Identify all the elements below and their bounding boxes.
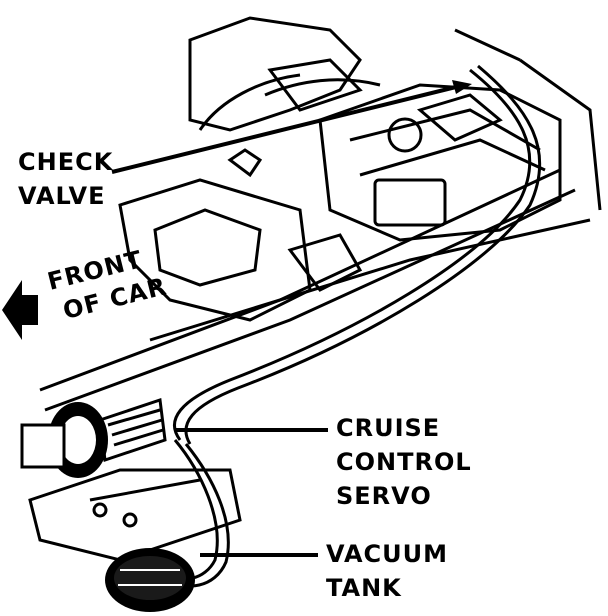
- vacuum-tank-drawing: [105, 548, 195, 612]
- fender-lines: [39, 28, 602, 412]
- svg-text:VALVE: VALVE: [18, 182, 105, 210]
- svg-text:VACUUM: VACUUM: [326, 540, 448, 568]
- servo-drawing: [20, 397, 242, 562]
- label-cruise-control-servo: CRUISE CONTROL SERVO: [336, 414, 472, 510]
- svg-text:CHECK: CHECK: [18, 148, 114, 176]
- leader-lines: [111, 84, 461, 557]
- label-vacuum-tank: VACUUM TANK: [326, 540, 448, 602]
- front-direction-arrow-icon: [2, 280, 38, 340]
- svg-text:CRUISE: CRUISE: [336, 414, 440, 442]
- engine-block-drawing: [118, 16, 562, 322]
- svg-text:CONTROL: CONTROL: [336, 448, 472, 476]
- check-valve-leader: [111, 84, 461, 174]
- svg-text:TANK: TANK: [326, 574, 402, 602]
- svg-text:SERVO: SERVO: [336, 482, 432, 510]
- check-valve-arrowhead: [452, 80, 472, 94]
- label-check-valve: CHECK VALVE: [18, 148, 114, 210]
